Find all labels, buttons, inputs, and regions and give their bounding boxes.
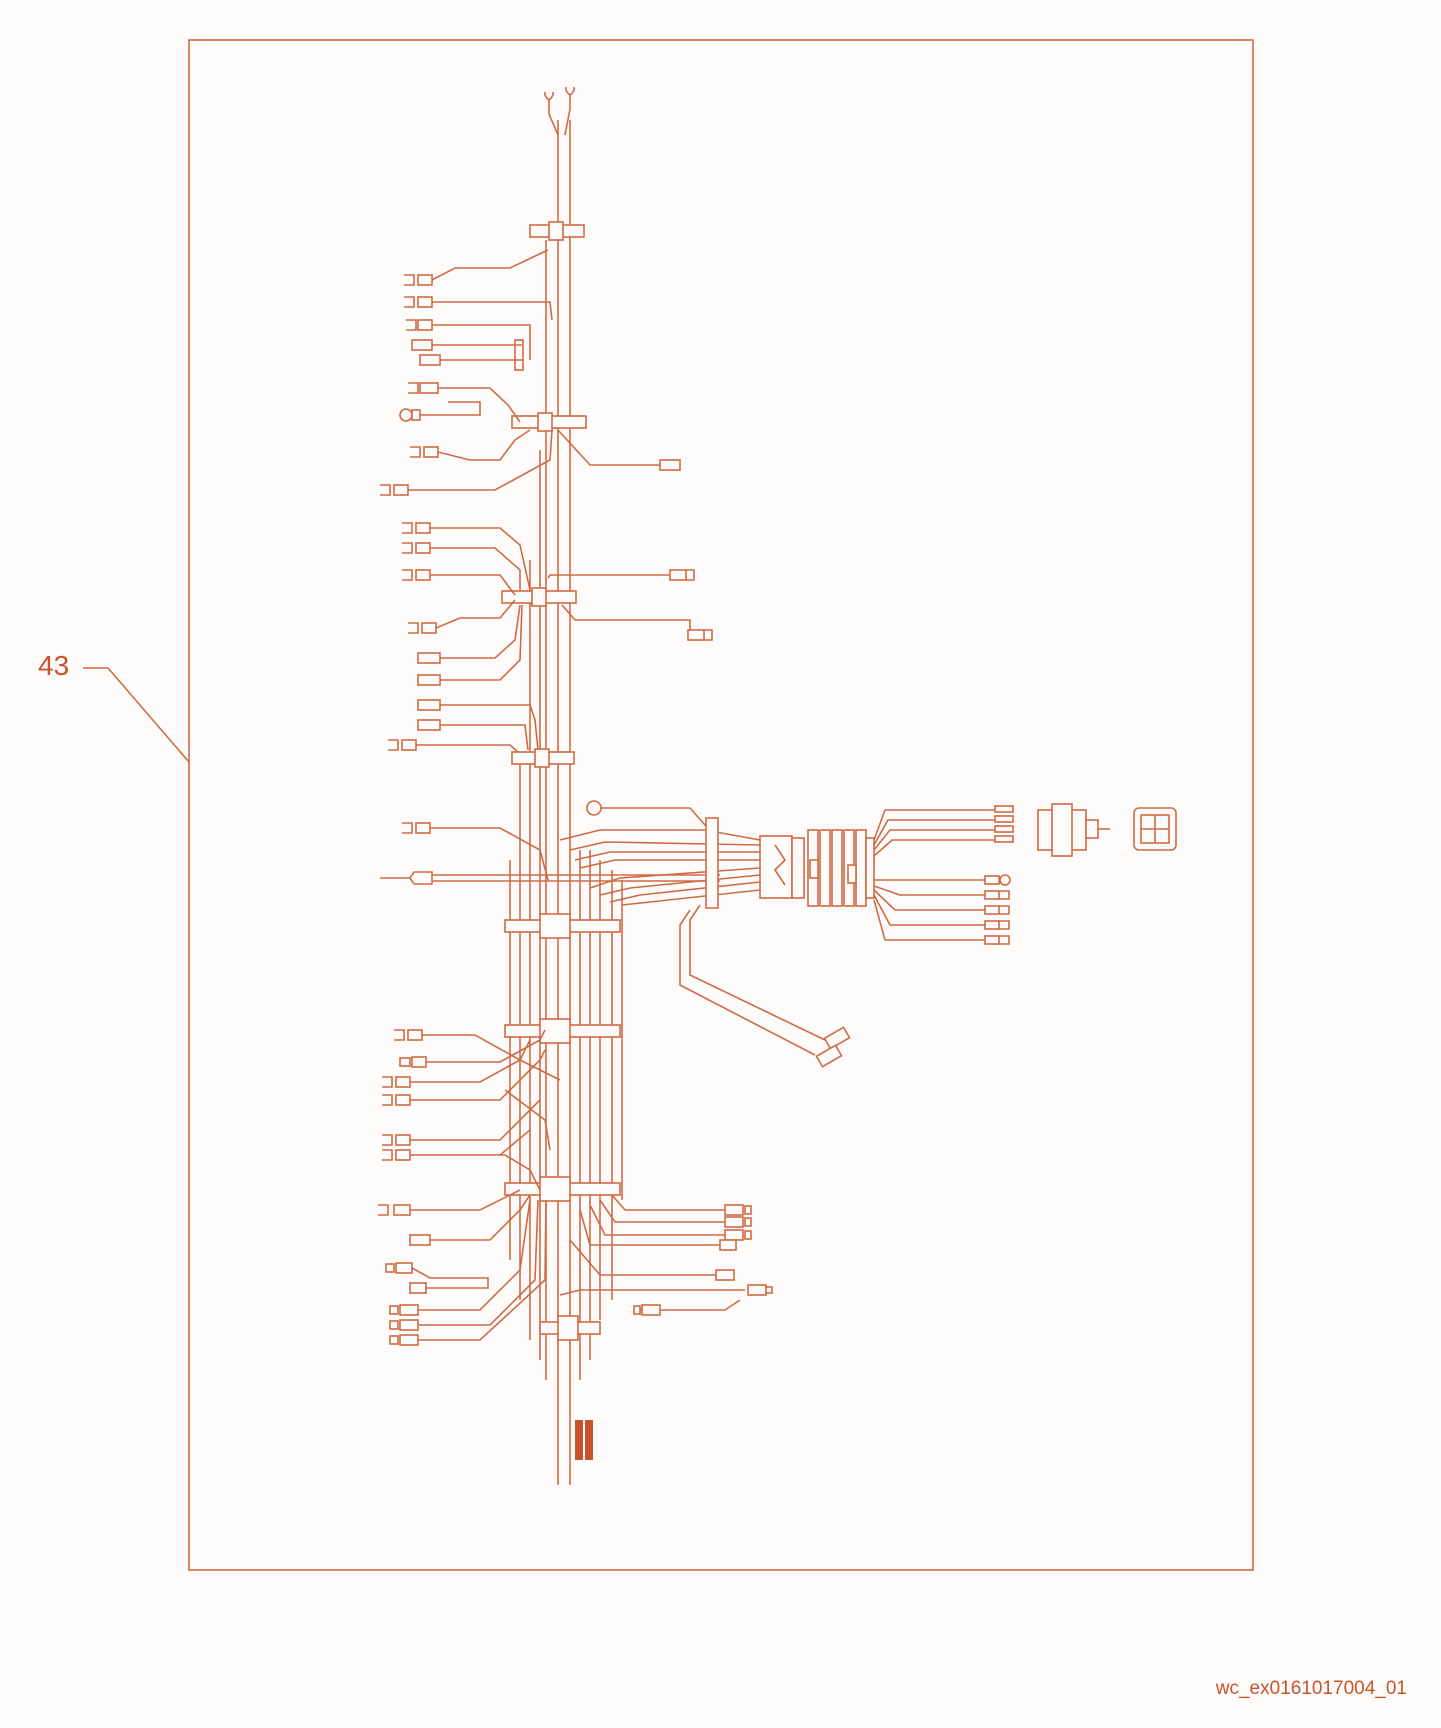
bottom-terminal-blocks — [575, 1420, 593, 1460]
diagonal-branch — [679, 904, 851, 1068]
right-upper-branches — [547, 429, 713, 641]
lower-left-terminals — [378, 1029, 431, 1346]
upper-left-terminals — [380, 274, 441, 834]
connector-assembly — [559, 800, 1014, 945]
callout-number: 43 — [38, 650, 70, 681]
left-branches-upper — [408, 249, 553, 881]
left-branches-lower — [410, 1029, 561, 1341]
top-terminals — [544, 86, 575, 136]
callout-leader-diagonal — [107, 667, 190, 763]
right-lower-branches — [559, 1194, 773, 1316]
loose-connectors — [1037, 803, 1177, 857]
drawing-code: wc_ex0161017004_01 — [1215, 1678, 1407, 1699]
drawing-frame — [188, 39, 1254, 1571]
